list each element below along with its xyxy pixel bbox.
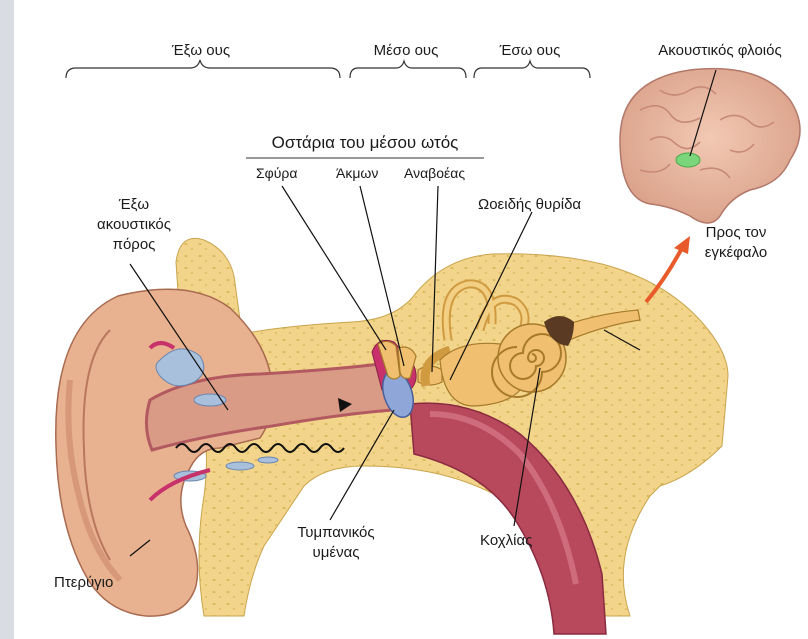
label-tympanic-1: Τυμπανικός — [276, 524, 396, 542]
auditory-cortex-spot — [676, 153, 700, 167]
label-external-canal-3: πόρος — [84, 236, 184, 254]
label-to-brain-1: Προς τον — [686, 224, 786, 242]
label-malleus: Σφύρα — [256, 164, 297, 182]
label-tympanic-2: υμένας — [276, 544, 396, 562]
brace-middle-ear — [350, 61, 466, 78]
ossicles-title: Οστάρια του μέσου ωτός — [246, 134, 484, 152]
label-middle-ear: Μέσο ους — [356, 42, 456, 60]
label-auditory-cortex: Ακουστικός φλοιός — [640, 42, 800, 60]
label-oval-window: Ωοειδής θυρίδα — [478, 196, 581, 214]
label-inner-ear: Έσω ους — [480, 42, 580, 60]
label-incus: Άκμων — [336, 164, 378, 182]
label-external-canal-2: ακουστικός — [84, 216, 184, 234]
label-stapes: Αναβοέας — [404, 164, 465, 182]
label-cochlea: Κοχλίας — [480, 532, 532, 550]
label-outer-ear: Έξω ους — [146, 42, 256, 60]
label-external-canal-1: Έξω — [84, 196, 184, 214]
region-braces — [66, 60, 590, 78]
brace-inner-ear — [474, 61, 590, 78]
label-pinna: Πτερύγιο — [54, 574, 113, 592]
brace-outer-ear — [66, 60, 340, 78]
label-to-brain-2: εγκέφαλο — [686, 244, 786, 262]
